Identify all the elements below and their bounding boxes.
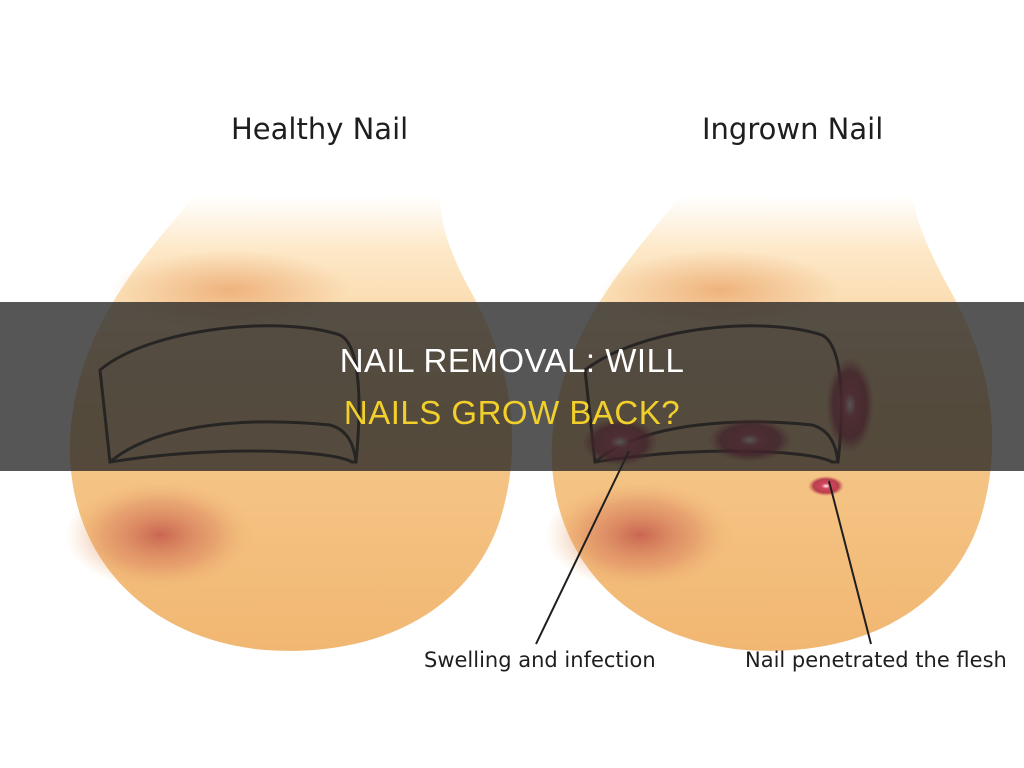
ingrown-nail-label: Ingrown Nail bbox=[702, 112, 883, 146]
puncture-wound bbox=[808, 476, 844, 496]
title-line-1: NAIL REMOVAL: WILL bbox=[340, 335, 685, 387]
healthy-nail-label: Healthy Nail bbox=[231, 112, 408, 146]
title-banner: NAIL REMOVAL: WILL NAILS GROW BACK? bbox=[0, 302, 1024, 471]
swelling-infection-callout: Swelling and infection bbox=[424, 648, 656, 672]
title-line-2: NAILS GROW BACK? bbox=[344, 387, 680, 439]
nail-penetrated-callout: Nail penetrated the flesh bbox=[745, 648, 1007, 672]
page-title: NAIL REMOVAL: WILL NAILS GROW BACK? bbox=[0, 302, 1024, 471]
